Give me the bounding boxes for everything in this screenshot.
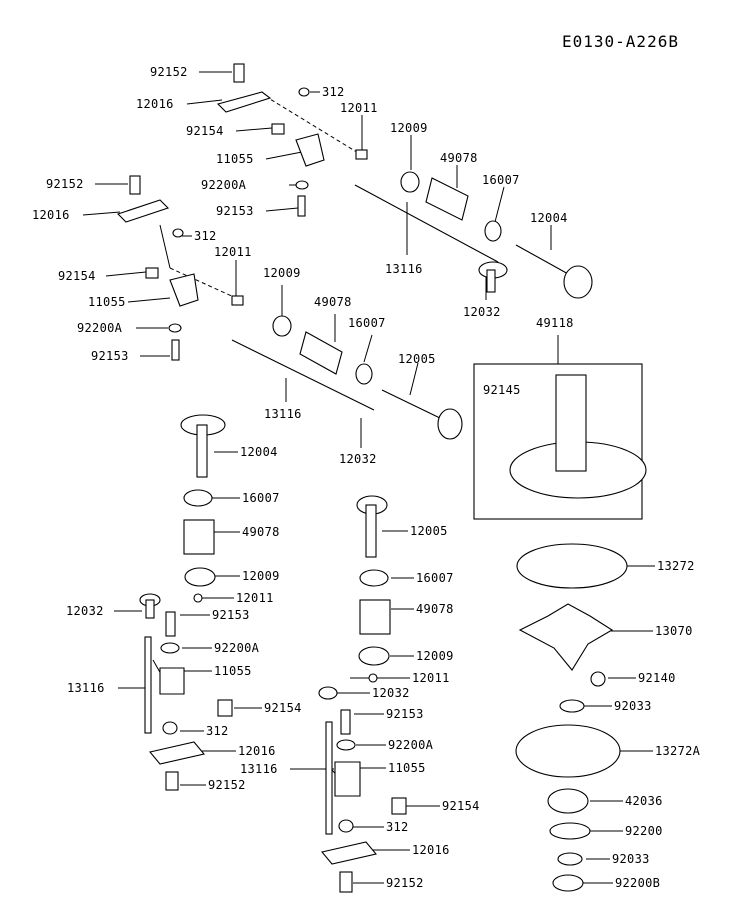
callout-92200a-d: 92200A: [388, 738, 434, 752]
callout-12032-d: 12032: [372, 686, 410, 700]
callout-12009-b: 12009: [263, 266, 301, 280]
callout-12011-b: 12011: [214, 245, 252, 259]
callout-92152-d: 92152: [386, 876, 424, 890]
callout-92153-b: 92153: [91, 349, 129, 363]
callout-49078-a: 49078: [440, 151, 478, 165]
callout-92033-b: 92033: [612, 852, 650, 866]
callout-92200a-a: 92200A: [201, 178, 247, 192]
callout-16007-a: 16007: [482, 173, 520, 187]
callout-12016-d: 12016: [412, 843, 450, 857]
callout-92154-b: 92154: [58, 269, 96, 283]
callout-16007-c: 16007: [242, 491, 280, 505]
callout-312-b: 312: [194, 229, 217, 243]
callout-312-c: 312: [206, 724, 229, 738]
callout-92154-c: 92154: [264, 701, 302, 715]
callout-49078-d: 49078: [416, 602, 454, 616]
callout-12016-c: 12016: [238, 744, 276, 758]
callout-13116-b: 13116: [264, 407, 302, 421]
callout-12032-b: 12032: [339, 452, 377, 466]
callout-12032-a: 12032: [463, 305, 501, 319]
callout-12016-b: 12016: [32, 208, 70, 222]
callout-13116-d: 13116: [240, 762, 278, 776]
callout-92200b: 92200B: [615, 876, 661, 890]
callout-92140: 92140: [638, 671, 676, 685]
callout-12016-a: 12016: [136, 97, 174, 111]
callout-92152-a: 92152: [150, 65, 188, 79]
callout-11055-a: 11055: [216, 152, 254, 166]
callout-92153-c: 92153: [212, 608, 250, 622]
callout-16007-b: 16007: [348, 316, 386, 330]
callout-312-d: 312: [386, 820, 409, 834]
callout-12011-d: 12011: [412, 671, 450, 685]
callout-92200a-b: 92200A: [77, 321, 123, 335]
callout-12009-c: 12009: [242, 569, 280, 583]
callout-16007-d: 16007: [416, 571, 454, 585]
callout-12004-a: 12004: [530, 211, 568, 225]
callout-92154-d: 92154: [442, 799, 480, 813]
callout-49118: 49118: [536, 316, 574, 330]
callout-92145: 92145: [483, 383, 521, 397]
callout-92200: 92200: [625, 824, 663, 838]
callout-12009-d: 12009: [416, 649, 454, 663]
callout-92152-b: 92152: [46, 177, 84, 191]
callout-11055-d: 11055: [388, 761, 426, 775]
callout-92153-a: 92153: [216, 204, 254, 218]
callout-92033-a: 92033: [614, 699, 652, 713]
figure-code: E0130-A226B: [562, 32, 679, 51]
callout-49078-c: 49078: [242, 525, 280, 539]
callout-13272a: 13272A: [655, 744, 701, 758]
callout-42036: 42036: [625, 794, 663, 808]
callout-92200a-c: 92200A: [214, 641, 260, 655]
callout-12011-a: 12011: [340, 101, 378, 115]
callout-12011-c: 12011: [236, 591, 274, 605]
callout-312-a: 312: [322, 85, 345, 99]
callout-12005-a: 12005: [398, 352, 436, 366]
callout-92154-a: 92154: [186, 124, 224, 138]
callout-49078-b: 49078: [314, 295, 352, 309]
callout-11055-b: 11055: [88, 295, 126, 309]
callout-13272: 13272: [657, 559, 695, 573]
callout-12009-a: 12009: [390, 121, 428, 135]
callout-13116-a: 13116: [385, 262, 423, 276]
callout-12005-b: 12005: [410, 524, 448, 538]
callout-12004-b: 12004: [240, 445, 278, 459]
callout-92152-c: 92152: [208, 778, 246, 792]
callout-12032-c: 12032: [66, 604, 104, 618]
callout-13070: 13070: [655, 624, 693, 638]
callout-13116-c: 13116: [67, 681, 105, 695]
callout-92153-d: 92153: [386, 707, 424, 721]
callout-11055-c: 11055: [214, 664, 252, 678]
